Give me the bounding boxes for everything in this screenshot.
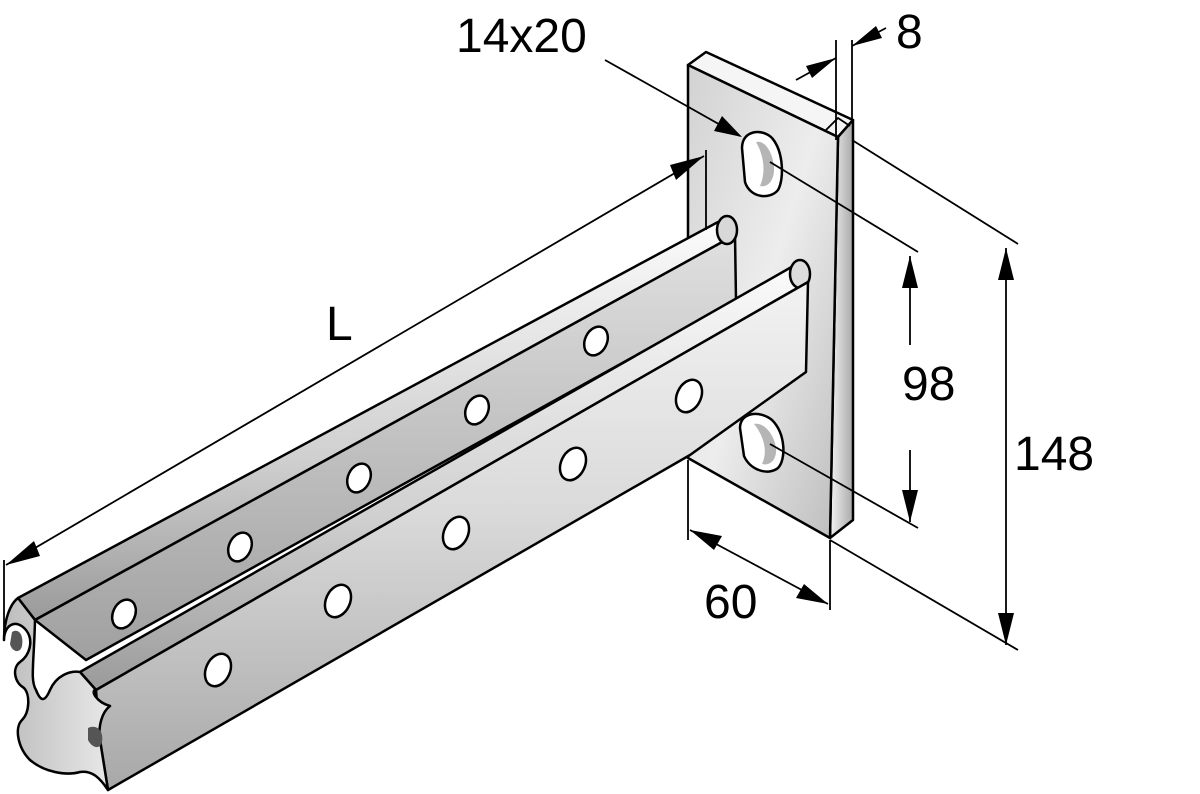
spacing-ext-top bbox=[769, 161, 919, 253]
spacing-arrow-top bbox=[902, 256, 918, 288]
thickness-arrow-right bbox=[852, 26, 882, 46]
lower-slot-shadow bbox=[754, 423, 777, 465]
back-hole bbox=[463, 394, 491, 426]
front-hole bbox=[203, 652, 233, 688]
length-arrow-right bbox=[670, 156, 704, 180]
back-hole bbox=[345, 462, 373, 494]
upper-slot-hole bbox=[740, 130, 784, 198]
channel-rail bbox=[2, 214, 812, 792]
plate-height-label: 148 bbox=[1014, 428, 1094, 481]
front-hole bbox=[441, 515, 471, 551]
plate-thickness-label: 8 bbox=[896, 6, 923, 59]
plate-width-label: 60 bbox=[704, 576, 757, 629]
height-arrow-top bbox=[998, 248, 1014, 280]
length-dimension-line bbox=[5, 155, 705, 566]
height-arrow-bottom bbox=[998, 613, 1014, 645]
front-hole bbox=[558, 446, 588, 482]
back-wall-holes bbox=[110, 325, 610, 630]
spacing-ext-bottom bbox=[769, 443, 919, 529]
front-hole bbox=[323, 583, 353, 619]
end-notch-left bbox=[10, 630, 23, 652]
slot-size-label: 14x20 bbox=[456, 10, 587, 63]
dimension-lines bbox=[3, 26, 1019, 651]
width-arrow-left bbox=[690, 530, 722, 550]
front-wall-holes bbox=[203, 378, 704, 688]
base-plate-bevel bbox=[825, 116, 851, 131]
length-label: L bbox=[326, 298, 353, 351]
height-ext-top bbox=[851, 139, 1019, 245]
spacing-arrow-bottom bbox=[902, 490, 918, 522]
length-arrow-left bbox=[6, 541, 40, 565]
front-lip bbox=[78, 263, 810, 692]
channel-end-profile bbox=[2, 596, 112, 792]
rear-lip-end bbox=[715, 214, 739, 246]
end-notch-bottom bbox=[88, 726, 103, 748]
hole-spacing-label: 98 bbox=[902, 358, 955, 411]
slot-leader-arrow bbox=[714, 116, 742, 137]
back-hole bbox=[110, 598, 138, 630]
height-ext-bottom bbox=[829, 539, 1019, 651]
back-hole bbox=[582, 325, 610, 357]
front-hole bbox=[674, 378, 704, 414]
back-hole bbox=[226, 531, 254, 563]
thickness-arrow-left bbox=[806, 58, 836, 78]
width-arrow-right bbox=[796, 584, 828, 604]
upper-slot-shadow bbox=[756, 141, 775, 187]
slot-leader-line bbox=[604, 59, 741, 137]
